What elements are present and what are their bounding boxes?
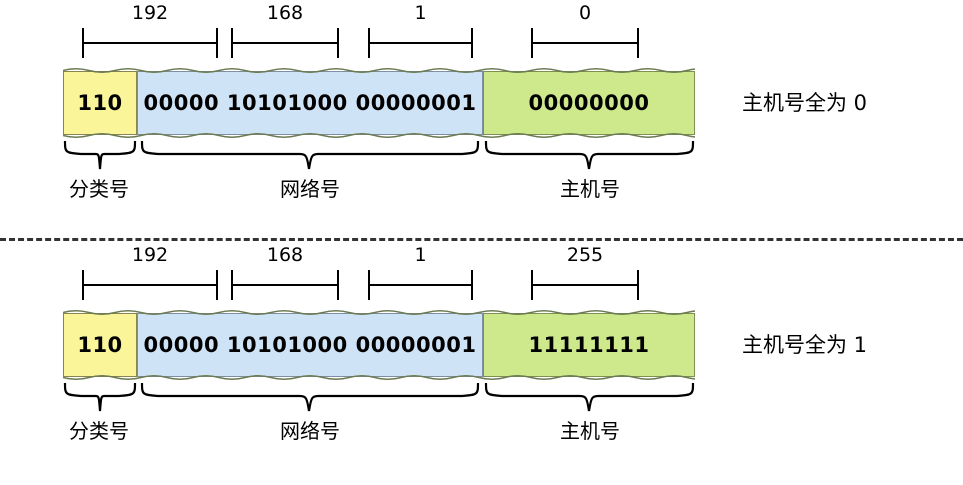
panel-divider: [0, 238, 963, 241]
octet-label-4: 0: [578, 2, 592, 24]
bracket-bar: [531, 284, 639, 286]
bracket-bar: [368, 284, 473, 286]
bracket-bar: [231, 42, 339, 44]
brace-network: [140, 140, 480, 170]
bracket-cap-right: [637, 28, 639, 58]
network-number-field: 00000 10101000 00000001: [137, 313, 483, 377]
octet-label-3: 1: [414, 2, 427, 24]
bracket-cap-right: [471, 270, 473, 300]
bracket-cap-right: [216, 270, 218, 300]
group-label-network: 网络号: [280, 419, 340, 443]
field-brace-row: [0, 382, 963, 416]
group-label-host: 主机号: [560, 177, 620, 201]
group-label-class: 分类号: [69, 419, 129, 443]
network-number-bits: 00000 10101000 00000001: [143, 91, 477, 115]
bracket-cap-right: [216, 28, 218, 58]
bracket-bar: [82, 284, 218, 286]
bracket-cap-right: [337, 270, 339, 300]
brace-class: [63, 382, 137, 412]
class-prefix-field: 110: [63, 71, 137, 135]
octet-bracket-2: 168: [231, 244, 339, 300]
octet-label-2: 168: [266, 244, 304, 266]
octet-label-1: 192: [131, 244, 169, 266]
bracket-bar: [368, 42, 473, 44]
brace-class: [63, 140, 137, 170]
octet-bracket-3: 1: [368, 244, 473, 300]
octet-label-2: 168: [266, 2, 304, 24]
broadcast-address-panel: 192 168 1 255 110 00000 10101: [0, 242, 963, 485]
class-prefix-bits: 110: [77, 91, 123, 115]
host-number-bits: 00000000: [528, 91, 650, 115]
group-label-network: 网络号: [280, 177, 340, 201]
octet-ruler: 192 168 1 255: [0, 244, 963, 302]
octet-bracket-1: 192: [82, 2, 218, 58]
octet-ruler: 192 168 1 0: [0, 2, 963, 60]
octet-bracket-4: 0: [531, 2, 639, 58]
network-address-panel: 192 168 1 0 110 00000 1010100: [0, 2, 963, 201]
brace-network: [140, 382, 480, 412]
brace-host: [484, 140, 695, 170]
octet-bracket-1: 192: [82, 244, 218, 300]
bracket-cap-right: [637, 270, 639, 300]
bracket-cap-right: [337, 28, 339, 58]
bracket-bar: [82, 42, 218, 44]
bracket-bar: [531, 42, 639, 44]
host-number-bits: 11111111: [528, 333, 650, 357]
brace-host: [484, 382, 695, 412]
group-label-class: 分类号: [69, 177, 129, 201]
bracket-cap-right: [471, 28, 473, 58]
octet-label-1: 192: [131, 2, 169, 24]
field-brace-row: [0, 140, 963, 174]
group-label-host: 主机号: [560, 419, 620, 443]
class-prefix-bits: 110: [77, 333, 123, 357]
panel-caption: 主机号全为 1: [742, 333, 868, 357]
octet-bracket-4: 255: [531, 244, 639, 300]
host-number-field: 11111111: [483, 313, 695, 377]
octet-label-3: 1: [414, 244, 427, 266]
octet-bracket-2: 168: [231, 2, 339, 58]
octet-label-4: 255: [566, 244, 604, 266]
address-bit-bar: 110 00000 10101000 00000001 11111111: [63, 310, 695, 380]
network-number-field: 00000 10101000 00000001: [137, 71, 483, 135]
network-number-bits: 00000 10101000 00000001: [143, 333, 477, 357]
host-number-field: 00000000: [483, 71, 695, 135]
panel-caption: 主机号全为 0: [742, 91, 868, 115]
class-prefix-field: 110: [63, 313, 137, 377]
octet-bracket-3: 1: [368, 2, 473, 58]
address-bit-bar: 110 00000 10101000 00000001 00000000: [63, 68, 695, 138]
bracket-bar: [231, 284, 339, 286]
